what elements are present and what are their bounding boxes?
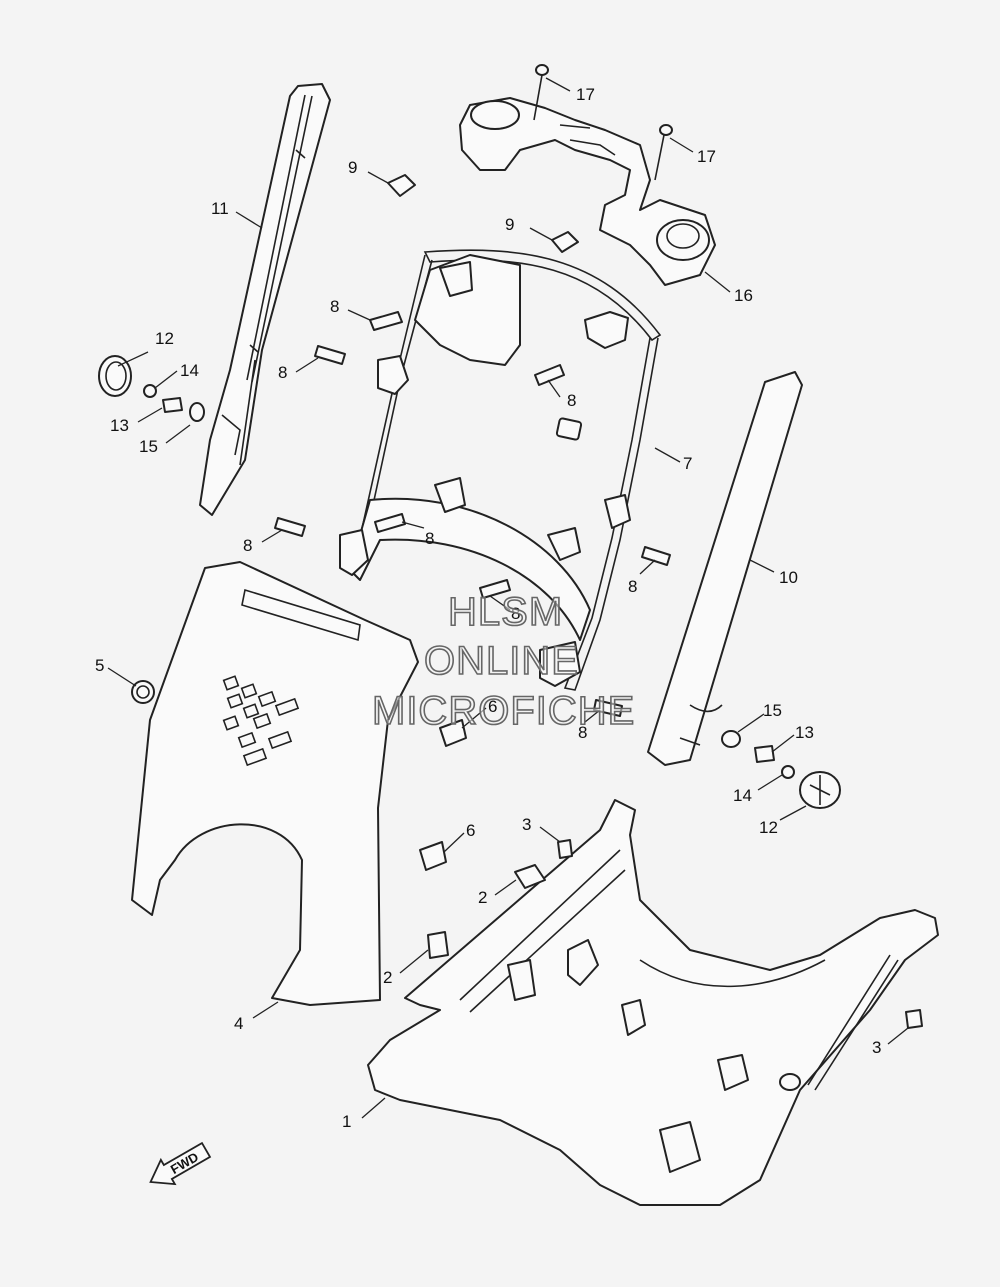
- callout-8: 8: [243, 536, 252, 555]
- fasteners: [98, 64, 923, 1029]
- clip-6-lower: [419, 841, 447, 871]
- bolt-13-right: [754, 745, 775, 763]
- callout-11: 11: [211, 199, 229, 218]
- clip-6-upper: [439, 719, 467, 747]
- watermark-line-1: HLSM: [448, 590, 563, 634]
- vent-grille: [222, 675, 300, 767]
- callout-13: 13: [110, 416, 129, 435]
- part-1-floor-cover: [367, 799, 939, 1206]
- clip-nut-9-upper: [387, 174, 416, 197]
- callout-14: 14: [733, 786, 752, 805]
- callout-8: 8: [425, 529, 434, 548]
- callout-7: 7: [683, 454, 692, 473]
- knob-12-right: [799, 771, 841, 809]
- callout-9: 9: [348, 158, 357, 177]
- callout-8: 8: [578, 723, 587, 742]
- rivet-3-right: [905, 1009, 923, 1029]
- callout-15: 15: [139, 437, 158, 456]
- watermark-line-2: ONLINE: [424, 639, 579, 683]
- callout-3: 3: [872, 1038, 881, 1057]
- callout-2: 2: [478, 888, 487, 907]
- forward-direction-arrow: FWD: [149, 1141, 212, 1186]
- callout-16: 16: [734, 286, 753, 305]
- callout-14: 14: [180, 361, 199, 380]
- callout-5: 5: [95, 656, 104, 675]
- callout-4: 4: [234, 1014, 243, 1033]
- callout-8: 8: [511, 604, 520, 623]
- part-16-upper-cover: [459, 97, 716, 286]
- clip-nut-2-lower: [427, 931, 449, 959]
- callout-15: 15: [763, 701, 782, 720]
- rubber-block: [555, 417, 583, 441]
- nut-14-right: [781, 765, 795, 779]
- washer-15-left: [189, 402, 205, 422]
- callout-12: 12: [155, 329, 174, 348]
- callout-3: 3: [522, 815, 531, 834]
- callout-17: 17: [576, 85, 595, 104]
- washer-15-right: [721, 730, 741, 748]
- clip-nut-2-upper: [514, 864, 546, 889]
- bolt-13-left: [162, 397, 183, 413]
- grommet-5: [131, 680, 155, 704]
- leader-lines: [107, 77, 909, 1119]
- part-10-tube-trim: [647, 371, 803, 766]
- callout-12: 12: [759, 818, 778, 837]
- callout-9: 9: [505, 215, 514, 234]
- watermark-line-3: MICROFICHE: [372, 689, 635, 733]
- clip-nut-9-lower: [551, 231, 579, 253]
- screw-17-left: [533, 64, 549, 121]
- callout-2: 2: [383, 968, 392, 987]
- callout-10: 10: [779, 568, 798, 587]
- callout-labels: 1 2 2 3 3 4 5 6 6 7 8 8 8 8 8 8 8 8 9 9 …: [95, 85, 881, 1131]
- callout-6: 6: [466, 821, 475, 840]
- callout-8: 8: [278, 363, 287, 382]
- screw-8: [274, 311, 671, 717]
- callout-8: 8: [330, 297, 339, 316]
- callout-8: 8: [628, 577, 637, 596]
- callout-1: 1: [342, 1112, 351, 1131]
- callout-6: 6: [488, 697, 497, 716]
- part-11-side-trim: [199, 83, 331, 516]
- callout-8: 8: [567, 391, 576, 410]
- knob-12-left: [98, 355, 132, 397]
- part-4-front-shield: [131, 561, 419, 1006]
- screw-17-right: [654, 124, 673, 181]
- nut-14-left: [143, 384, 157, 398]
- callout-17: 17: [697, 147, 716, 166]
- part-7-inner-frame: [339, 249, 662, 691]
- rivet-3-upper: [557, 839, 573, 859]
- watermark: HLSM ONLINE MICROFICHE: [371, 589, 635, 734]
- callout-13: 13: [795, 723, 814, 742]
